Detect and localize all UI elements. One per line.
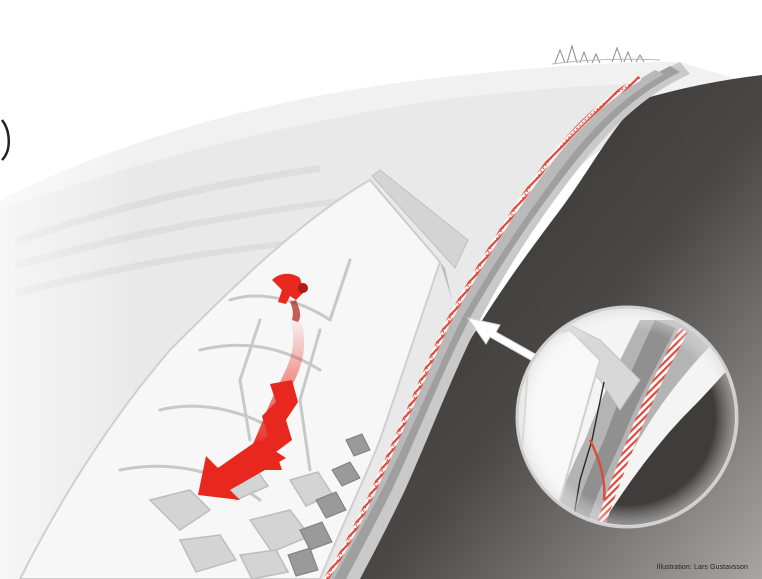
magnified-inset xyxy=(517,307,737,527)
illustration-credit: Illustration: Lars Gustavsson xyxy=(657,564,748,571)
